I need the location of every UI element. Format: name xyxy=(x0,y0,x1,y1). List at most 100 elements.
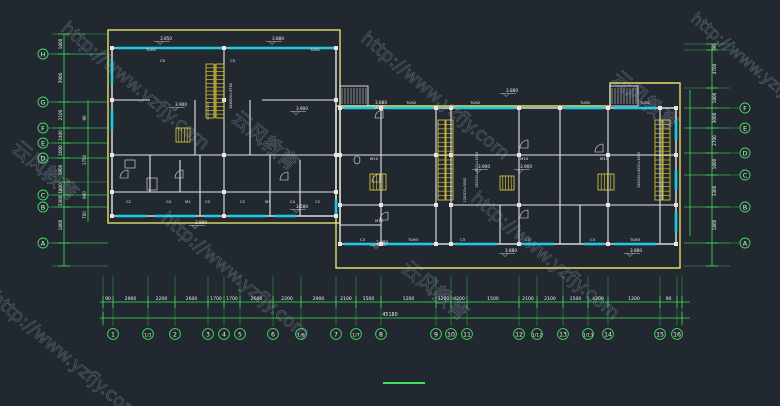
elevation-marker xyxy=(156,41,164,45)
grid-bubble-label: 2 xyxy=(173,331,177,338)
elevation-marker xyxy=(371,105,379,109)
door-swing xyxy=(519,139,529,149)
window-opening xyxy=(614,106,656,110)
grid-bubble-col-1/6 xyxy=(295,328,307,340)
grid-bubble-label: E xyxy=(41,139,45,147)
elevation-text: 3.880 xyxy=(505,248,517,253)
structural-column xyxy=(449,106,453,110)
window-opening xyxy=(116,214,146,218)
stair-label: 15X200=3000=3300 xyxy=(475,152,479,188)
window-tag: C4 xyxy=(290,199,296,204)
elevation-text: 3.880 xyxy=(630,248,642,253)
bottom-dimension-text: 1700 xyxy=(226,296,238,302)
window-tag: C3 xyxy=(590,237,596,242)
window-opening xyxy=(204,214,220,218)
left-subdimension-text: 700 xyxy=(82,211,87,219)
window-opening-vertical xyxy=(674,212,678,232)
elevation-text: 3.900 xyxy=(520,164,532,169)
bottom-dimension-text: 1500 xyxy=(570,296,582,302)
grid-bubble-col-6 xyxy=(267,328,279,340)
grid-bubble-label: C xyxy=(743,171,748,179)
elevation-marker xyxy=(292,209,300,213)
window-opening-vertical xyxy=(674,170,678,190)
structural-column xyxy=(606,153,610,157)
grid-bubble-col-3 xyxy=(202,328,214,340)
structural-column xyxy=(517,153,521,157)
grid-bubble-label: C xyxy=(41,191,46,199)
structural-column xyxy=(222,190,226,194)
window-tag: C2 xyxy=(315,199,321,204)
window-opening xyxy=(154,214,196,218)
window-opening xyxy=(564,106,604,110)
structural-column xyxy=(338,203,342,207)
window-tag: C3 xyxy=(460,237,466,242)
structural-column xyxy=(434,106,438,110)
grid-bubble-col-8 xyxy=(375,328,387,340)
window-tag: TLM2 xyxy=(639,100,651,105)
structural-column xyxy=(674,106,678,110)
door-swing xyxy=(371,173,381,183)
scale-bar xyxy=(383,382,425,384)
grid-bubble-label: 6 xyxy=(271,331,275,338)
stair-landing-mid xyxy=(499,175,515,191)
structural-column xyxy=(379,242,383,246)
grid-bubble-label: D xyxy=(742,149,747,157)
left-subdimension-text: 1750 xyxy=(82,154,87,165)
elevation-marker xyxy=(501,253,509,257)
elevation-marker xyxy=(626,253,634,257)
structural-column xyxy=(334,214,338,218)
structural-column xyxy=(334,98,338,102)
structural-column xyxy=(674,242,678,246)
window-tag: TLM2 xyxy=(469,100,481,105)
window-tag: TLM2 xyxy=(405,100,417,105)
window-opening xyxy=(522,242,554,246)
bottom-dimension-text: 90 xyxy=(666,296,672,302)
grid-bubble-col-13 xyxy=(557,328,569,340)
grid-bubble-label: 1/1 xyxy=(144,332,151,338)
window-layer xyxy=(110,46,678,246)
grid-bubble-col-10 xyxy=(445,328,457,340)
window-opening xyxy=(455,242,497,246)
elevation-text: 3.900 xyxy=(296,106,308,111)
structural-column xyxy=(110,46,114,50)
left-dimension-text: 2100 xyxy=(58,109,63,120)
window-opening-vertical xyxy=(674,120,678,140)
structural-column xyxy=(222,214,226,218)
grid-bubble-label: 15 xyxy=(656,331,664,338)
grid-bubble-col-5 xyxy=(234,328,246,340)
structural-column xyxy=(658,106,662,110)
left-dimension-text: 3300 xyxy=(58,195,63,206)
grid-bubble-label: 1/13 xyxy=(583,332,593,338)
structural-column xyxy=(449,153,453,157)
door-tag: M1 xyxy=(265,199,271,204)
grid-bubble-col-4 xyxy=(218,328,230,340)
bottom-dimension-text: 2600 xyxy=(186,296,198,302)
right-dimension-text: 90 xyxy=(712,44,717,50)
door-swing xyxy=(174,169,184,179)
grid-bubble-label: 14 xyxy=(604,331,612,338)
grid-bubble-label: B xyxy=(743,203,747,211)
bottom-dimension-text: 2100 xyxy=(522,296,534,302)
left-subdimension-text: 900 xyxy=(82,191,87,199)
window-tag: TLM1 xyxy=(145,47,157,52)
grid-bubble-label: F xyxy=(41,124,45,132)
window-tag: C2 xyxy=(126,199,132,204)
stair-label: 15X200=3000=3300 xyxy=(637,152,641,188)
structural-column xyxy=(334,190,338,194)
grid-bubble-col-1/13 xyxy=(582,328,594,340)
bottom-dimension-text: 2100 xyxy=(340,296,352,302)
structural-column xyxy=(517,242,521,246)
grid-bubble-label: 16 xyxy=(673,331,681,338)
bottom-dimension-text: 2600 xyxy=(251,296,263,302)
window-tag: TLM1 xyxy=(309,47,321,52)
window-opening xyxy=(116,46,222,50)
structural-column xyxy=(606,106,610,110)
grid-bubble-col-9 xyxy=(430,328,442,340)
structural-column xyxy=(222,46,226,50)
right-dimension-text: 4700 xyxy=(712,63,717,74)
grid-bubble-label: 11 xyxy=(463,331,471,338)
stair-label: 12X300=3300 xyxy=(463,178,467,203)
grid-bubble-col-12 xyxy=(513,328,525,340)
left-subdimension-text: 90 xyxy=(82,115,87,121)
